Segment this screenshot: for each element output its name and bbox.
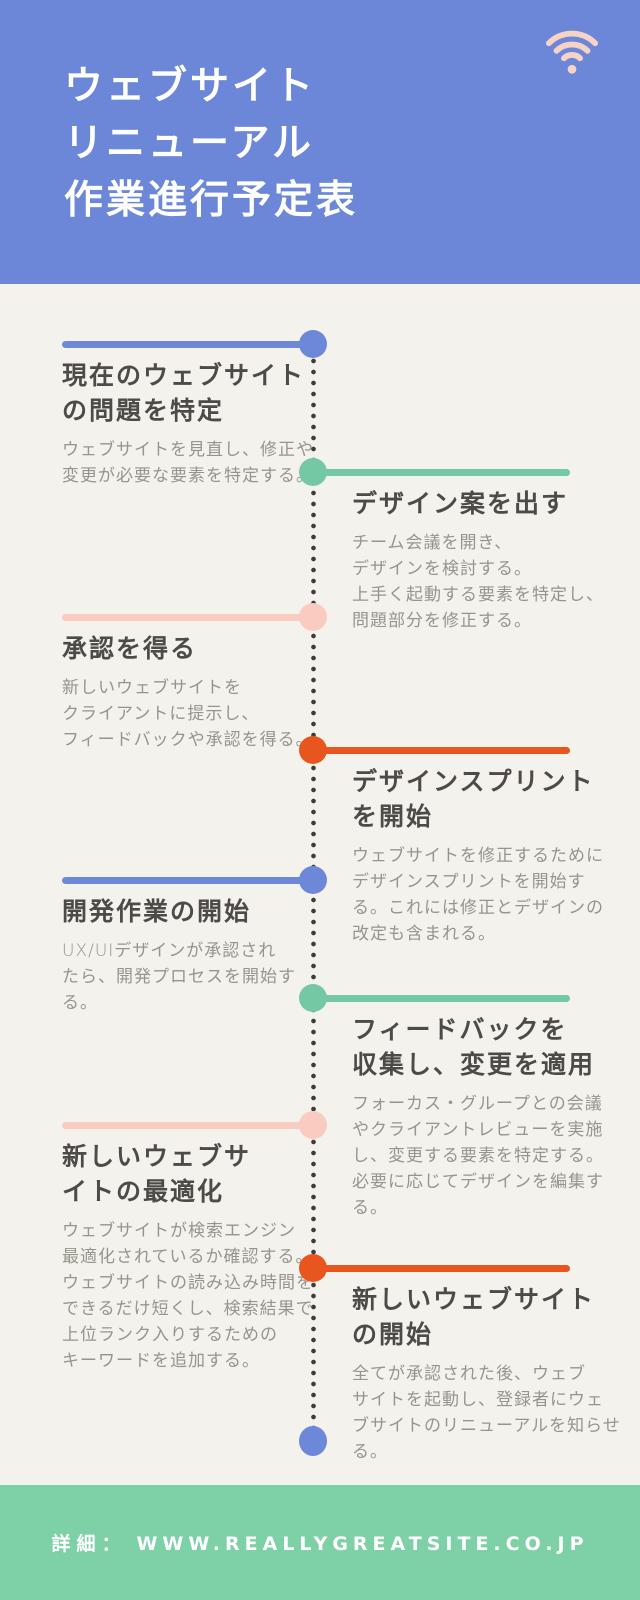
timeline-dot (299, 1254, 327, 1282)
item-title: デザイン案を出す (352, 486, 568, 521)
item-description-line: る。 (352, 1442, 388, 1462)
timeline-dot (299, 984, 327, 1012)
timeline-connector-line (62, 341, 314, 348)
item-title-line: 現在のウェブサイト (62, 361, 306, 390)
item-description-line: 上位ランク入りするための (62, 1325, 278, 1345)
timeline-connector-line (314, 747, 570, 754)
item-title-line: イトの最適化 (62, 1177, 225, 1206)
timeline-connector-line (314, 1265, 570, 1272)
item-description-line: 改定も含まれる。 (352, 924, 496, 944)
item-title-line: の開始 (352, 1320, 434, 1349)
item-description-line: 上手く起動する要素を特定し、 (352, 585, 604, 605)
item-description-line: サイトを起動し、登録者にウェ (352, 1390, 604, 1410)
page-title-line: ウェブサイト (64, 64, 317, 109)
item-title: デザインスプリントを開始 (352, 764, 595, 834)
item-title-line: 新しいウェブサ (62, 1142, 252, 1171)
timeline-dot (299, 736, 327, 764)
page-title-line: 作業進行予定表 (64, 178, 359, 223)
item-description-line: ウェブサイトを修正するために (352, 846, 604, 866)
item-description-line: デザインを検討する。 (352, 559, 532, 579)
timeline-dot (299, 866, 327, 894)
item-description-line: る。 (62, 993, 98, 1013)
timeline-connector-line (62, 614, 314, 621)
item-description: ウェブサイトを見直し、修正や変更が必要な要素を特定する。 (62, 437, 314, 489)
item-description-line: デザインスプリントを開始す (352, 872, 586, 892)
footer-url: WWW.REALLYGREATSITE.CO.JP (136, 1533, 589, 1555)
item-description-line: やクライアントレビューを実施 (352, 1120, 604, 1140)
item-description-line: 最適化されているか確認する。 (62, 1247, 314, 1267)
item-description-line: し、変更する要素を特定する。 (352, 1146, 604, 1166)
footer-text: 詳細： WWW.REALLYGREATSITE.CO.JP (51, 1529, 588, 1556)
item-title-line: デザイン案を出す (352, 489, 569, 518)
item-title: 新しいウェブサイトの開始 (352, 1282, 595, 1352)
header: ウェブサイト リニューアル 作業進行予定表 (0, 0, 640, 284)
item-title-line: 開発作業の開始 (62, 897, 252, 926)
item-description-line: UX/UIデザインが承認され (62, 941, 277, 961)
item-description: ウェブサイトを修正するためにデザインスプリントを開始する。これには修正とデザイン… (352, 843, 604, 947)
item-description-line: 新しいウェブサイトを (62, 678, 242, 698)
item-description-line: る。 (352, 1198, 388, 1218)
item-title: 現在のウェブサイトの問題を特定 (62, 358, 305, 428)
item-title-line: の問題を特定 (62, 396, 225, 425)
item-description-line: ブサイトのリニューアルを知らせ (352, 1416, 621, 1436)
item-description: 全てが承認された後、ウェブサイトを起動し、登録者にウェブサイトのリニューアルを知… (352, 1361, 621, 1465)
item-description-line: チーム会議を開き、 (352, 533, 513, 553)
item-description: チーム会議を開き、デザインを検討する。上手く起動する要素を特定し、問題部分を修正… (352, 530, 604, 634)
item-description-line: クライアントに提示し、 (62, 704, 260, 724)
timeline-connector-line (314, 469, 570, 476)
item-description-line: フィードバックや承認を得る。 (62, 730, 314, 750)
timeline-end-dot (299, 1426, 327, 1456)
item-title: 承認を得る (62, 631, 197, 666)
timeline-dot (299, 1111, 327, 1139)
item-description-line: 全てが承認された後、ウェブ (352, 1364, 586, 1384)
item-description-line: ウェブサイトの読み込み時間を (62, 1273, 314, 1293)
timeline-connector-line (314, 995, 570, 1002)
item-title: 開発作業の開始 (62, 894, 251, 929)
item-description-line: フォーカス・グループとの会議 (352, 1094, 603, 1114)
item-description: フォーカス・グループとの会議やクライアントレビューを実施し、変更する要素を特定す… (352, 1091, 604, 1221)
item-title-line: 承認を得る (62, 634, 198, 663)
item-description-line: 変更が必要な要素を特定する。 (62, 466, 314, 486)
item-title-line: デザインスプリント (352, 767, 595, 796)
item-description-line: ウェブサイトが検索エンジン (62, 1221, 296, 1241)
item-description: UX/UIデザインが承認されたら、開発プロセスを開始する。 (62, 938, 296, 1016)
item-title-line: フィードバックを (352, 1015, 568, 1044)
timeline-connector-line (62, 1122, 314, 1129)
item-description-line: たら、開発プロセスを開始す (62, 967, 296, 987)
item-title-line: 収集し、変更を適用 (352, 1050, 596, 1079)
timeline-dot (299, 603, 327, 631)
item-description: ウェブサイトが検索エンジン最適化されているか確認する。ウェブサイトの読み込み時間… (62, 1218, 314, 1374)
timeline-dot (299, 458, 327, 486)
timeline-dot (299, 330, 327, 358)
timeline-connector-line (62, 877, 314, 884)
item-title-line: 新しいウェブサイト (352, 1285, 596, 1314)
item-description-line: る。これには修正とデザインの (352, 898, 604, 918)
item-title-line: を開始 (352, 802, 434, 831)
page-title: ウェブサイト リニューアル 作業進行予定表 (64, 58, 358, 229)
wifi-icon (541, 22, 603, 80)
item-title: 新しいウェブサイトの最適化 (62, 1139, 251, 1209)
item-description-line: 問題部分を修正する。 (352, 611, 532, 631)
item-description: 新しいウェブサイトをクライアントに提示し、フィードバックや承認を得る。 (62, 675, 314, 753)
footer-detail-label: 詳細： (51, 1533, 127, 1555)
page-title-line: リニューアル (64, 121, 315, 166)
item-description-line: 必要に応じてデザインを編集す (352, 1172, 604, 1192)
item-description-line: できるだけ短くし、検索結果で (62, 1299, 314, 1319)
footer: 詳細： WWW.REALLYGREATSITE.CO.JP (0, 1485, 640, 1600)
item-description-line: ウェブサイトを見直し、修正や (62, 440, 314, 460)
item-description-line: キーワードを追加する。 (62, 1351, 260, 1371)
item-title: フィードバックを収集し、変更を適用 (352, 1012, 595, 1082)
